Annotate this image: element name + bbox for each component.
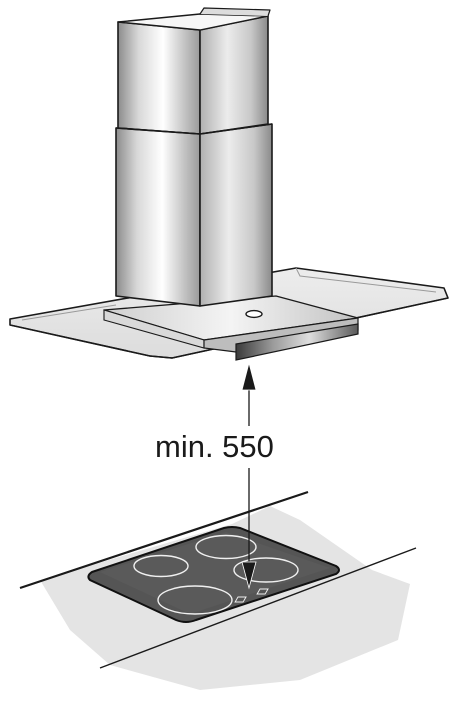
hob-control-1 [234, 596, 247, 603]
chimney-lower-right [199, 123, 273, 307]
worktop-front-edge [99, 547, 417, 669]
glass-inner-line-left [21, 304, 117, 321]
chimney-joint [115, 123, 273, 135]
arrow-head-up [241, 361, 257, 391]
chimney-lower-left [115, 127, 201, 307]
worktop-area [19, 490, 417, 690]
dimension-arrow [241, 361, 257, 590]
cooking-zone-front-right [233, 557, 299, 583]
chimney-top-gap [199, 7, 271, 17]
hob-glass [100, 532, 330, 614]
lower-strip-front [235, 323, 359, 361]
glass-inner-line [295, 267, 437, 293]
dimension-label: min. 550 [155, 429, 274, 464]
cooking-zone-back-left [133, 554, 189, 578]
control-button [245, 309, 263, 319]
chimney-upper-left [117, 21, 201, 135]
cooking-zone-front-left [157, 585, 233, 615]
chimney-upper-right [199, 15, 269, 135]
cooker-hood [9, 7, 449, 361]
hob-control-2 [256, 588, 269, 595]
worktop-back-edge [19, 490, 309, 590]
cooking-zone-back-right [195, 534, 257, 560]
arrow-head-down [241, 561, 257, 590]
